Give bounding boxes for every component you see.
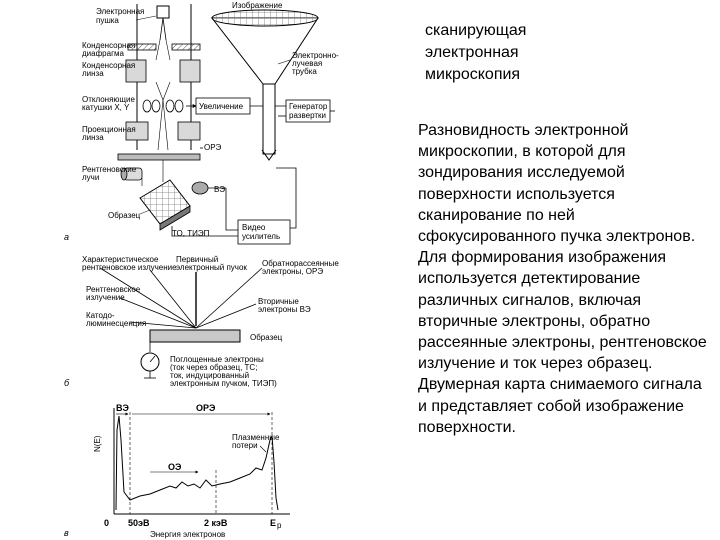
tick-ep-sub: p — [277, 521, 282, 530]
label-secondary-2: электроны ВЭ — [258, 305, 311, 314]
crt-icon — [210, 9, 319, 161]
label-secondary: Вторичные — [258, 297, 299, 306]
label-ve-a: ВЭ — [214, 185, 225, 194]
condenser-lens-icon — [125, 59, 201, 83]
sem-diagram: Электронная пушка Конденсорная диафрагма… — [64, 1, 339, 539]
label-condenser-aperture: Конденсорная — [82, 41, 135, 50]
sample-icon — [139, 179, 191, 231]
title-line-1: сканирующая — [425, 22, 527, 39]
label-xray-beams: Рентгеновские — [82, 165, 137, 174]
label-image: Изображение — [232, 1, 283, 10]
label-to-tiep: ТО, ТИЭП — [172, 229, 210, 238]
label-oe: ОЭ — [168, 462, 182, 472]
title-line-2: электронная — [425, 44, 519, 61]
label-primary-beam-2: электронный пучок — [176, 263, 247, 272]
label-condenser-lens: Конденсорная — [82, 61, 135, 70]
label-sample-b: Образец — [250, 333, 283, 342]
axis-ylabel: N(E) — [93, 435, 102, 452]
spectrum-curve — [115, 415, 279, 511]
panel-a: Электронная пушка Конденсорная диафрагма… — [64, 1, 339, 245]
label-video-amp: Видео — [242, 223, 266, 232]
deflection-coils-icon — [142, 99, 184, 113]
label-electron-gun-2: пушка — [96, 16, 119, 25]
label-ve-c: ВЭ — [116, 403, 129, 413]
label-absorbed-4: электронным пучком, ТИЭП) — [170, 379, 277, 388]
secondary-detector-icon — [191, 181, 226, 195]
label-crt-3: трубка — [292, 67, 317, 76]
sample-block — [149, 329, 241, 343]
label-xray: Рентгеновское — [86, 285, 141, 294]
panel-a-letter: а — [64, 232, 69, 242]
label-electron-gun: Электронная — [96, 7, 144, 16]
panel-c: N(E) ВЭ ОРЭ ОЭ Плазменные потери 0 50эВ … — [64, 403, 290, 539]
description-text: Разновидность электронной микроскопии, в… — [418, 122, 707, 436]
label-absorbed-2: (ток через образец, ТС; — [170, 363, 257, 372]
label-ore-a: ОРЭ — [204, 143, 222, 152]
label-backscattered: Обратнорассеянные — [262, 259, 339, 268]
label-sample-a: Образец — [108, 211, 141, 220]
label-plasmon-2: потери — [232, 441, 258, 450]
panel-b-letter: б — [64, 378, 70, 388]
condenser-aperture-icon — [127, 43, 201, 51]
label-deflection-coils-2: катушки X, Y — [82, 103, 130, 112]
panel-b: Характеристическое рентгеновское излучен… — [64, 255, 339, 388]
label-projection-lens: Проекционная — [82, 125, 136, 134]
label-characteristic-xray: Характеристическое — [82, 255, 159, 264]
axis-xlabel: Энергия электронов — [150, 530, 225, 539]
label-condenser-aperture-2: диафрагма — [82, 49, 124, 58]
label-crt-2: лучевая — [292, 59, 322, 68]
title-line-3: микроскопия — [425, 66, 521, 83]
tick-ep: E — [270, 518, 276, 528]
label-magnification: Увеличение — [199, 102, 244, 111]
label-xray-2: излучение — [86, 293, 125, 302]
label-ore-c: ОРЭ — [196, 403, 216, 413]
label-projection-lens-2: линза — [82, 133, 104, 142]
tick-50ev: 50эВ — [128, 518, 150, 528]
tick-2kev: 2 кэВ — [204, 518, 228, 528]
projection-lens-icon — [125, 121, 201, 141]
label-xray-beams-2: лучи — [82, 173, 99, 182]
label-cathodoluminescence: Катодо- — [86, 311, 115, 320]
label-absorbed: Поглощенные электроны — [170, 355, 264, 364]
xray-detector-icon — [120, 167, 143, 181]
label-condenser-lens-2: линза — [82, 69, 104, 78]
electron-gun-icon — [156, 5, 170, 41]
panel-c-letter: в — [64, 528, 69, 538]
label-crt: Электронно- — [292, 51, 339, 60]
label-scan-generator: Генератор — [289, 102, 328, 111]
label-deflection-coils: Отклоняющие — [82, 95, 135, 104]
tick-0: 0 — [104, 518, 109, 528]
label-primary-beam: Первичный — [176, 255, 218, 264]
label-absorbed-3: ток, индуцированный — [170, 371, 249, 380]
label-cathodoluminescence-2: люминесценция — [86, 319, 146, 328]
label-backscattered-2: электроны, ОРЭ — [262, 267, 323, 276]
label-scan-generator-2: развертки — [289, 111, 326, 120]
slide-title: сканирующая электронная микроскопия — [425, 20, 645, 86]
label-plasmon: Плазменные — [232, 433, 280, 442]
label-video-amp-2: усилитель — [242, 232, 280, 241]
label-characteristic-xray-2: рентгеновское излучение — [82, 263, 177, 272]
